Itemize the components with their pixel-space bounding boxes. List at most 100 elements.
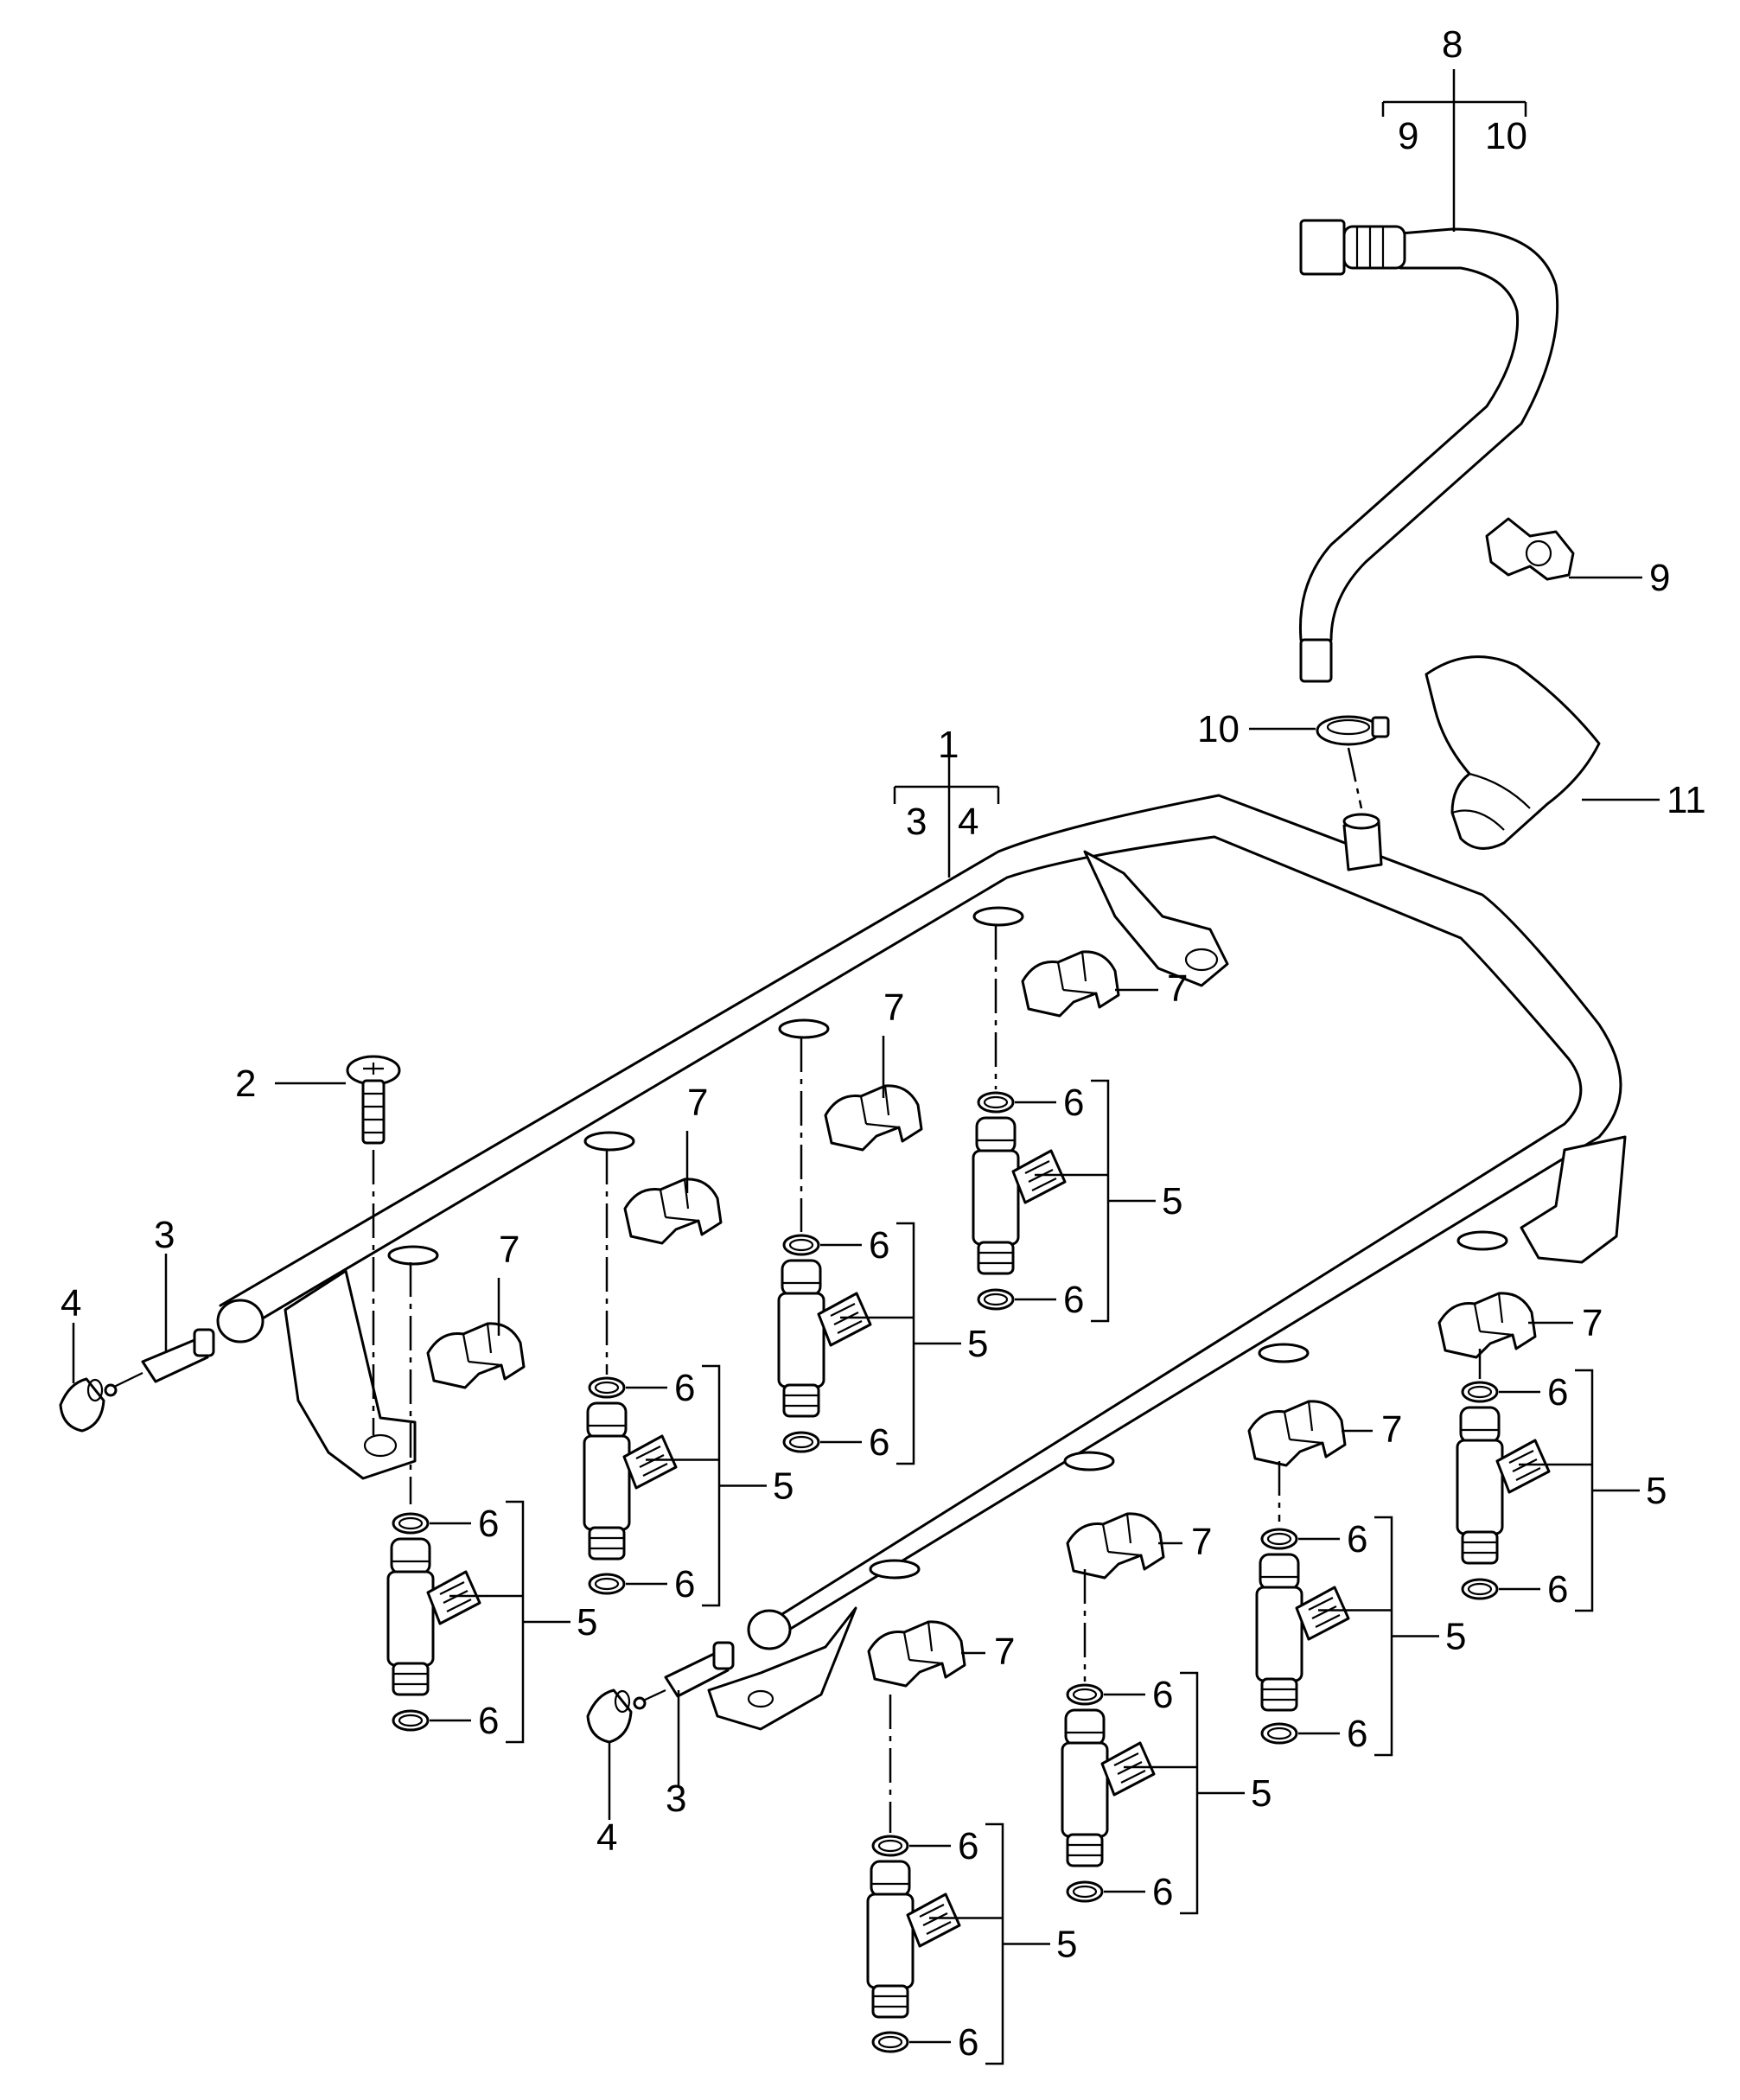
union-nut: [1299, 219, 1346, 276]
callout-6: 6: [1547, 1568, 1568, 1611]
fuel-line: [1298, 219, 1559, 683]
rail-bracket-left: [284, 1269, 417, 1480]
injector-assembly: [777, 1036, 961, 1465]
seal-ring-top: [588, 1376, 626, 1399]
callout-6: 6: [1347, 1518, 1367, 1561]
callout-7: 7: [1582, 1302, 1603, 1344]
injector: [777, 1259, 872, 1418]
seal-ring-top: [871, 1835, 909, 1857]
callout-6: 6: [1063, 1279, 1084, 1321]
callout-5: 5: [1162, 1180, 1182, 1222]
callout-3-left: 3: [154, 1214, 175, 1256]
valve-insert-left: [104, 1328, 215, 1397]
seal-ring-bottom: [588, 1573, 626, 1595]
callout-6: 6: [1347, 1713, 1367, 1755]
seal-ring-top: [1066, 1683, 1104, 1706]
callout-5: 5: [1646, 1470, 1667, 1512]
injector-assembly: [1247, 1400, 1439, 1757]
callout-5: 5: [1056, 1924, 1077, 1966]
hose-clamp: [1316, 715, 1390, 746]
injector-assembly: [1437, 1292, 1640, 1612]
callout-6: 6: [869, 1421, 889, 1464]
heat-shield: [1425, 655, 1601, 850]
callout-7: 7: [994, 1631, 1015, 1673]
injector: [972, 1116, 1067, 1275]
injector: [1456, 1406, 1551, 1565]
callout-6: 6: [674, 1563, 695, 1605]
callout-5: 5: [967, 1323, 988, 1365]
callout-6: 6: [1063, 1082, 1084, 1124]
seal-ring-bottom: [1461, 1578, 1499, 1600]
callout-6: 6: [1152, 1871, 1173, 1913]
injector-assembly: [386, 1278, 570, 1744]
callout-1: 1: [938, 724, 959, 766]
callout-10: 10: [1197, 708, 1240, 750]
cap-left: [59, 1377, 105, 1433]
seal-ring-bottom: [977, 1288, 1015, 1311]
callout-4-left: 4: [61, 1282, 81, 1324]
callout-4-sub: 4: [958, 801, 978, 843]
clip: [1066, 1512, 1165, 1580]
clip: [867, 1620, 966, 1688]
injector: [386, 1537, 481, 1696]
callout-7: 7: [1167, 967, 1188, 1010]
seal-ring-bottom: [1260, 1722, 1298, 1745]
injector-assembly: [583, 1131, 767, 1607]
screw: [346, 1055, 401, 1145]
clip: [1021, 950, 1120, 1018]
callout-3-right: 3: [666, 1778, 686, 1820]
clip: [426, 1322, 526, 1389]
injector: [583, 1401, 678, 1561]
callout-11: 11: [1667, 779, 1706, 821]
seal-ring-top: [392, 1512, 430, 1535]
clip: [824, 1084, 923, 1152]
seal-ring-bottom: [1066, 1880, 1104, 1903]
injector: [866, 1860, 961, 2019]
seal-ring-top: [1260, 1528, 1298, 1550]
callout-7: 7: [1381, 1408, 1402, 1451]
callout-5: 5: [773, 1465, 794, 1508]
callout-9-sub: 9: [1398, 115, 1418, 157]
clip: [623, 1178, 723, 1245]
callout-7: 7: [499, 1229, 519, 1271]
callout-4-right: 4: [596, 1816, 617, 1859]
callout-6: 6: [1547, 1371, 1568, 1414]
seal-ring-bottom: [871, 2031, 909, 2053]
callout-8: 8: [1442, 23, 1463, 66]
injector: [1255, 1553, 1350, 1712]
callout-6: 6: [958, 1825, 978, 1867]
seal-ring-bottom: [392, 1709, 430, 1732]
injector-assembly: [972, 950, 1158, 1323]
cap-right: [586, 1688, 633, 1744]
seal-ring-bottom: [782, 1431, 820, 1453]
holder: [1485, 517, 1575, 581]
center-lines: [372, 747, 1482, 1833]
seal-ring-top: [782, 1234, 820, 1256]
clip: [1437, 1292, 1537, 1359]
injector-assembly: [866, 1620, 1050, 2065]
leader-lines: [72, 69, 1660, 1820]
callout-3-sub: 3: [906, 801, 927, 843]
callout-9: 9: [1649, 557, 1670, 599]
rail-bracket-front: [707, 1606, 857, 1731]
clip: [1247, 1400, 1347, 1467]
callout-5: 5: [577, 1601, 597, 1644]
callout-5: 5: [1251, 1772, 1272, 1815]
callout-10-sub: 10: [1485, 115, 1527, 157]
callout-5: 5: [1445, 1616, 1466, 1658]
callout-6: 6: [869, 1224, 889, 1267]
callout-labels: 8 9 10 1 3 4 9 10 11 2 3 4 3 4: [61, 23, 1706, 1859]
injector-assembly: [1061, 1512, 1245, 1915]
callout-6: 6: [958, 2021, 978, 2064]
callout-6: 6: [478, 1700, 499, 1742]
callout-6: 6: [674, 1367, 695, 1409]
callout-6: 6: [1152, 1674, 1173, 1716]
seal-ring-top: [977, 1091, 1015, 1114]
callout-2: 2: [235, 1063, 256, 1105]
rail-bracket-right: [1520, 1135, 1627, 1264]
fuel-rail: [216, 794, 1627, 1731]
seal-ring-top: [1461, 1381, 1499, 1403]
callout-6: 6: [478, 1503, 499, 1545]
